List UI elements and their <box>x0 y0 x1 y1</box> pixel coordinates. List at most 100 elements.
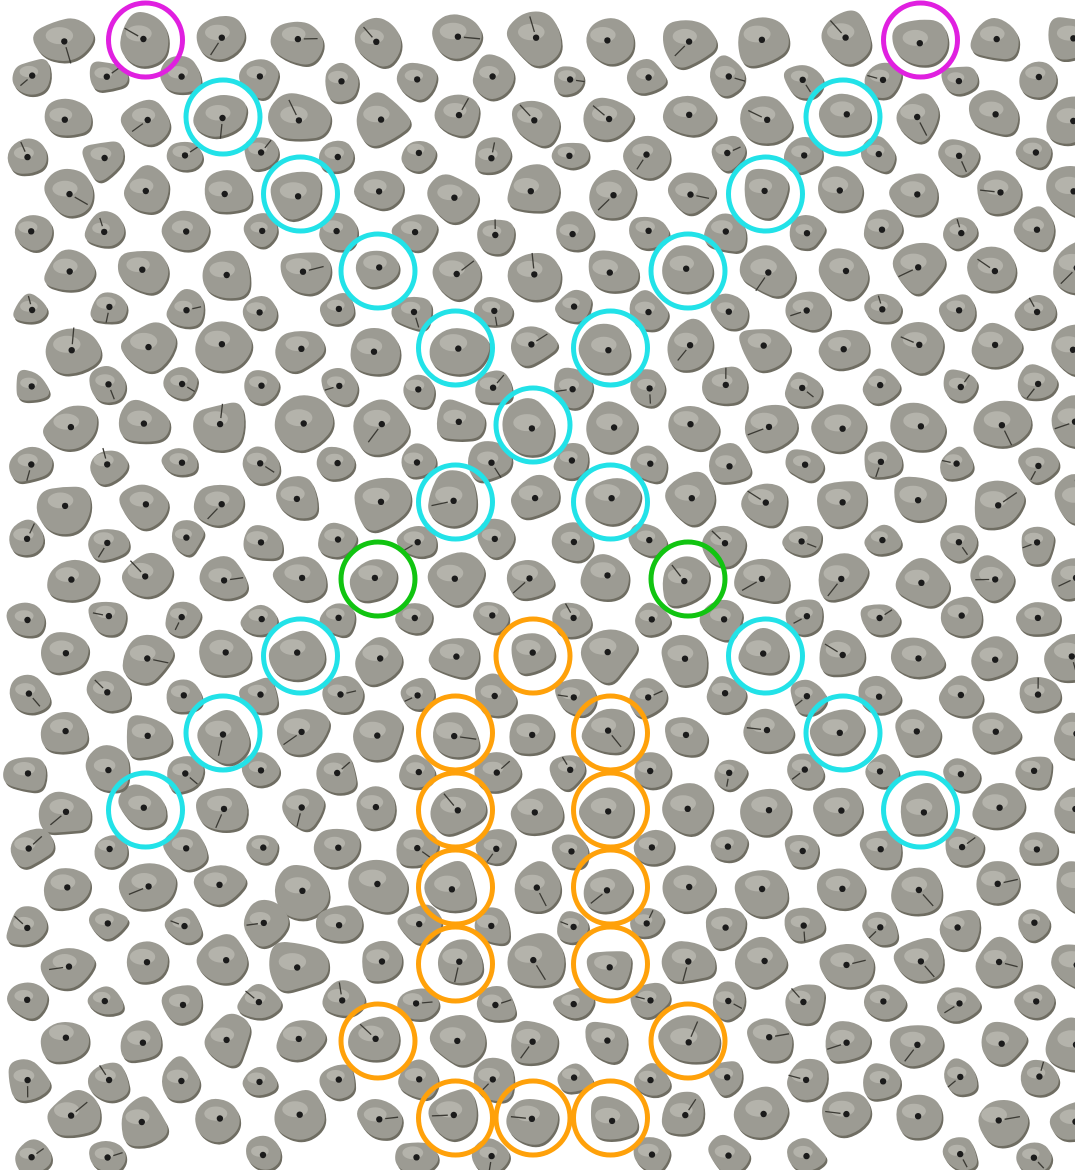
bolt-hole <box>450 497 457 504</box>
marker-line <box>131 123 144 133</box>
hold-intermediate <box>1021 526 1056 567</box>
bolt-hole <box>957 1150 964 1158</box>
hold-highlight <box>285 409 313 427</box>
hold-highlight <box>327 684 347 697</box>
hold <box>510 788 565 837</box>
bolt-hole <box>758 575 766 583</box>
bolt-hole <box>66 268 73 275</box>
hold-highlight <box>247 684 267 697</box>
hold <box>269 941 331 994</box>
bolt-hole <box>996 804 1003 811</box>
hold-highlight <box>1056 25 1075 41</box>
bolt-hole <box>1033 998 1040 1005</box>
hold <box>193 94 249 140</box>
hold-intermediate <box>1015 137 1053 171</box>
hold-highlight <box>516 1028 541 1045</box>
marker-line <box>793 618 802 624</box>
hold-highlight <box>439 334 468 352</box>
marker-line <box>192 306 202 310</box>
bolt-hole <box>257 149 265 156</box>
marker-line <box>962 1159 968 1168</box>
hold-highlight <box>403 531 425 545</box>
marker-line <box>486 853 494 862</box>
bolt-hole <box>62 808 70 815</box>
hold <box>578 323 632 376</box>
hold-intermediate <box>942 1137 979 1170</box>
bolt-hole <box>377 498 385 505</box>
hold-highlight <box>363 1107 387 1122</box>
hold-highlight <box>436 564 464 582</box>
hold-highlight <box>439 643 465 659</box>
hold <box>506 560 556 602</box>
hold-highlight <box>595 1107 621 1124</box>
hold-highlight <box>207 795 233 812</box>
bolt-hole <box>957 383 964 391</box>
hold-highlight <box>945 992 967 1006</box>
bolt-hole <box>455 345 462 352</box>
hold-intermediate <box>476 986 518 1023</box>
hold <box>891 867 944 917</box>
hold-highlight <box>638 837 659 850</box>
hold-intermediate <box>237 983 283 1021</box>
bolt-hole <box>875 150 882 158</box>
hold <box>349 559 399 604</box>
bolt-hole <box>1072 574 1075 581</box>
hold <box>120 11 170 69</box>
bolt-hole <box>915 886 923 894</box>
bolt-hole <box>28 228 35 235</box>
hold-highlight <box>1024 607 1045 620</box>
hold <box>972 712 1023 755</box>
marker-line <box>592 105 605 116</box>
marker-line <box>71 327 75 345</box>
hold-intermediate <box>163 366 199 402</box>
hold <box>738 627 790 676</box>
hold-intermediate <box>864 524 903 557</box>
hold-highlight <box>750 258 777 275</box>
bolt-hole <box>838 575 845 583</box>
marker-line <box>341 761 351 770</box>
bolt-hole <box>106 303 113 311</box>
marker-line <box>13 915 24 925</box>
bolt-hole <box>222 649 229 656</box>
hold-body <box>120 99 170 145</box>
hold-intermediate <box>634 752 673 791</box>
hold <box>120 1020 163 1064</box>
bolt-hole <box>412 1000 420 1007</box>
bolt-hole <box>1033 846 1041 853</box>
bolt-hole <box>568 848 575 855</box>
bolt-hole <box>682 731 690 739</box>
hold-highlight <box>249 912 271 925</box>
hand-hold-marker <box>571 462 650 542</box>
hold-intermediate <box>244 137 280 173</box>
finish-hold-marker <box>493 616 573 696</box>
marker-line <box>791 772 801 780</box>
hold-intermediate <box>635 602 673 638</box>
bolt-hole <box>416 1076 423 1083</box>
bolt-hole <box>801 766 808 773</box>
hold-highlight <box>324 836 346 850</box>
hold-highlight <box>979 491 1007 508</box>
hold-intermediate <box>554 367 595 411</box>
marker-line <box>904 1049 915 1062</box>
bolt-hole <box>1070 188 1075 195</box>
hold-intermediate <box>626 58 668 96</box>
hold <box>900 782 949 837</box>
bolt-hole <box>914 113 921 121</box>
hand-hold-marker <box>726 154 805 234</box>
hold-intermediate <box>88 529 131 563</box>
bolt-hole <box>61 116 68 123</box>
hold <box>590 1096 640 1143</box>
hold <box>978 1099 1030 1149</box>
hold <box>199 556 250 602</box>
bolt-hole <box>685 1039 692 1046</box>
hold-intermediate <box>164 908 204 946</box>
bolt-hole <box>647 767 654 775</box>
hold-highlight <box>791 145 811 158</box>
hold-intermediate <box>316 752 358 796</box>
finish-hold-marker <box>648 1001 728 1081</box>
marker-line <box>510 1116 526 1119</box>
hold-intermediate <box>161 210 211 253</box>
hold <box>580 554 631 603</box>
hold-highlight <box>793 1145 813 1158</box>
bolt-hole <box>455 418 462 425</box>
